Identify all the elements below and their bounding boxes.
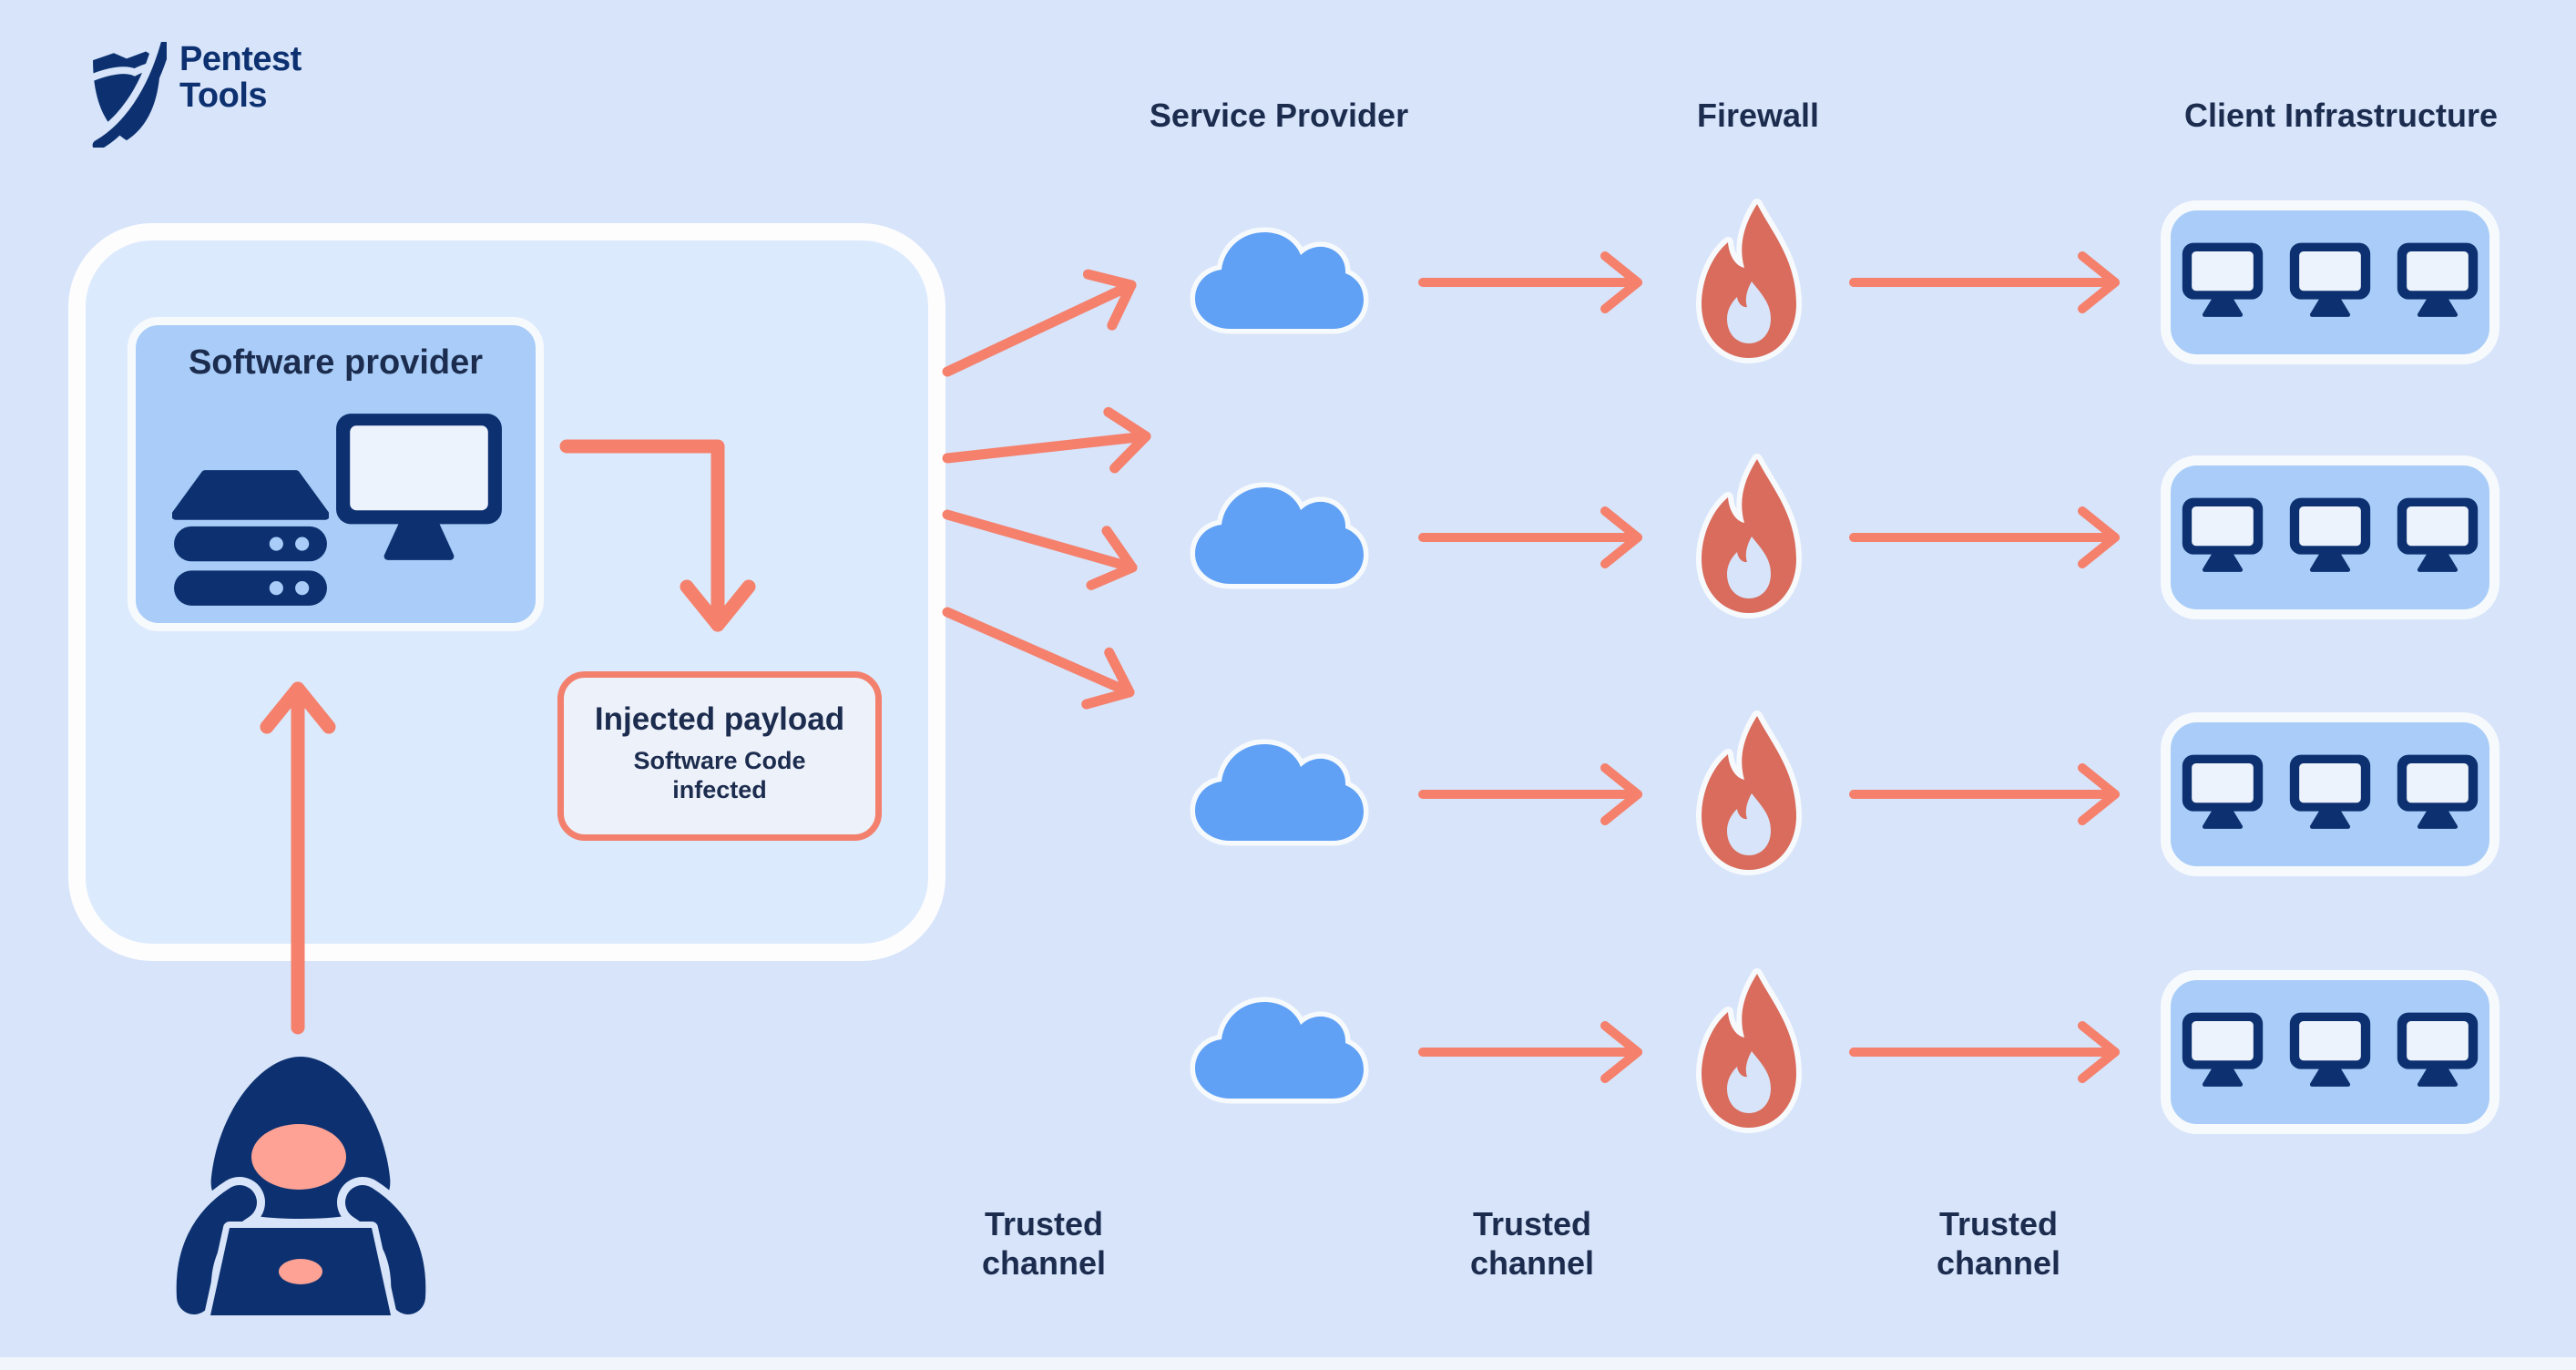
cloud-icon	[1190, 739, 1369, 846]
header-client-infrastructure: Client Infrastructure	[2183, 97, 2499, 134]
monitor-icon	[2397, 497, 2479, 572]
arrow-fanout-2	[942, 406, 1151, 474]
injected-payload-subtitle-line1: Software Code	[633, 747, 806, 774]
trusted-channel-line2: channel	[1469, 1244, 1595, 1283]
trusted-channel-line2: channel	[1936, 1244, 2061, 1283]
fire-icon	[1696, 454, 1802, 619]
monitor-icon	[2289, 1012, 2371, 1087]
trusted-channel-line1: Trusted	[1938, 1205, 2059, 1242]
monitor-icon	[2182, 242, 2264, 317]
monitor-icon	[2397, 242, 2479, 317]
monitor-icon	[2397, 754, 2479, 829]
software-provider-title: Software provider	[188, 343, 484, 382]
cloud-icon	[1190, 997, 1369, 1104]
client-infrastructure-box	[2161, 455, 2499, 619]
fire-icon	[1696, 711, 1802, 875]
header-firewall: Firewall	[1696, 97, 1820, 134]
trusted-channel-label: Trusted channel	[1853, 1204, 2144, 1283]
desktop-monitor-icon	[336, 414, 502, 560]
injected-payload-subtitle: Software Code infected	[564, 747, 875, 805]
header-service-provider: Service Provider	[1149, 97, 1409, 134]
monitor-icon	[2182, 497, 2264, 572]
client-infrastructure-box	[2161, 200, 2499, 364]
injected-payload-title: Injected payload	[594, 701, 845, 737]
brand-name-line2: Tools	[179, 76, 268, 115]
injected-payload-card: Injected payload Software Code infected	[557, 671, 882, 841]
monitor-icon	[2182, 1012, 2264, 1087]
brand-name-line1: Pentest	[179, 40, 302, 78]
trusted-channel-line1: Trusted	[1472, 1205, 1592, 1242]
trusted-channel-label: Trusted channel	[898, 1204, 1190, 1283]
monitor-icon	[2289, 242, 2371, 317]
bottom-edge-strip	[0, 1357, 2576, 1370]
trusted-channel-label: Trusted channel	[1386, 1204, 1678, 1283]
injected-payload-subtitle-line2: infected	[672, 775, 767, 803]
arrow-fanout-1	[942, 269, 1137, 377]
cloud-icon	[1190, 227, 1369, 334]
software-provider-card: Software provider	[128, 317, 544, 631]
monitor-icon	[2397, 1012, 2479, 1087]
client-infrastructure-box	[2161, 712, 2499, 876]
hooded-hacker-with-laptop-icon	[168, 1057, 434, 1323]
software-provider-icons	[136, 325, 536, 623]
pentest-tools-shield-icon	[89, 42, 167, 148]
brand-logo: Pentest Tools	[87, 40, 302, 148]
arrow-fanout-3	[942, 509, 1138, 590]
brand-name: Pentest Tools	[179, 40, 302, 115]
client-infrastructure-box	[2161, 970, 2499, 1134]
trusted-channel-line2: channel	[981, 1244, 1107, 1283]
monitor-icon	[2289, 754, 2371, 829]
arrow-fanout-4	[942, 607, 1135, 710]
cloud-icon	[1190, 482, 1369, 589]
monitor-icon	[2182, 754, 2264, 829]
trusted-channel-line1: Trusted	[984, 1205, 1104, 1242]
server-stack-icon	[172, 470, 329, 606]
fire-icon	[1696, 968, 1802, 1133]
monitor-icon	[2289, 497, 2371, 572]
fire-icon	[1696, 199, 1802, 363]
